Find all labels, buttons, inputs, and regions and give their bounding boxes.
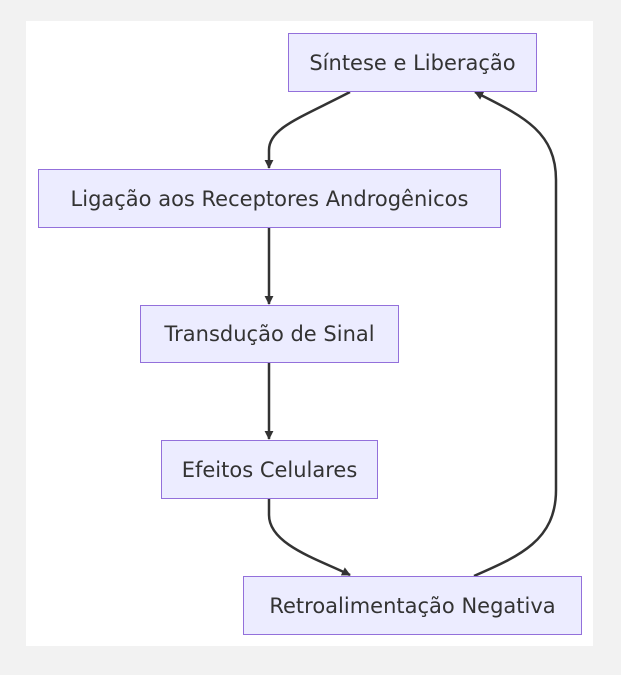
node-label: Efeitos Celulares [181, 457, 358, 482]
node-label: Síntese e Liberação [309, 50, 516, 75]
node-ligacao-aos-receptores[interactable]: Ligação aos Receptores Androgênicos [38, 169, 501, 228]
node-transducao-de-sinal[interactable]: Transdução de Sinal [140, 305, 399, 363]
node-sintese-e-liberacao[interactable]: Síntese e Liberação [288, 33, 537, 92]
node-label: Transdução de Sinal [164, 322, 375, 346]
node-label: Retroalimentação Negativa [269, 593, 556, 618]
node-label: Ligação aos Receptores Androgênicos [70, 186, 469, 211]
node-retroalimentacao-negativa[interactable]: Retroalimentação Negativa [243, 576, 582, 635]
node-efeitos-celulares[interactable]: Efeitos Celulares [161, 440, 378, 499]
